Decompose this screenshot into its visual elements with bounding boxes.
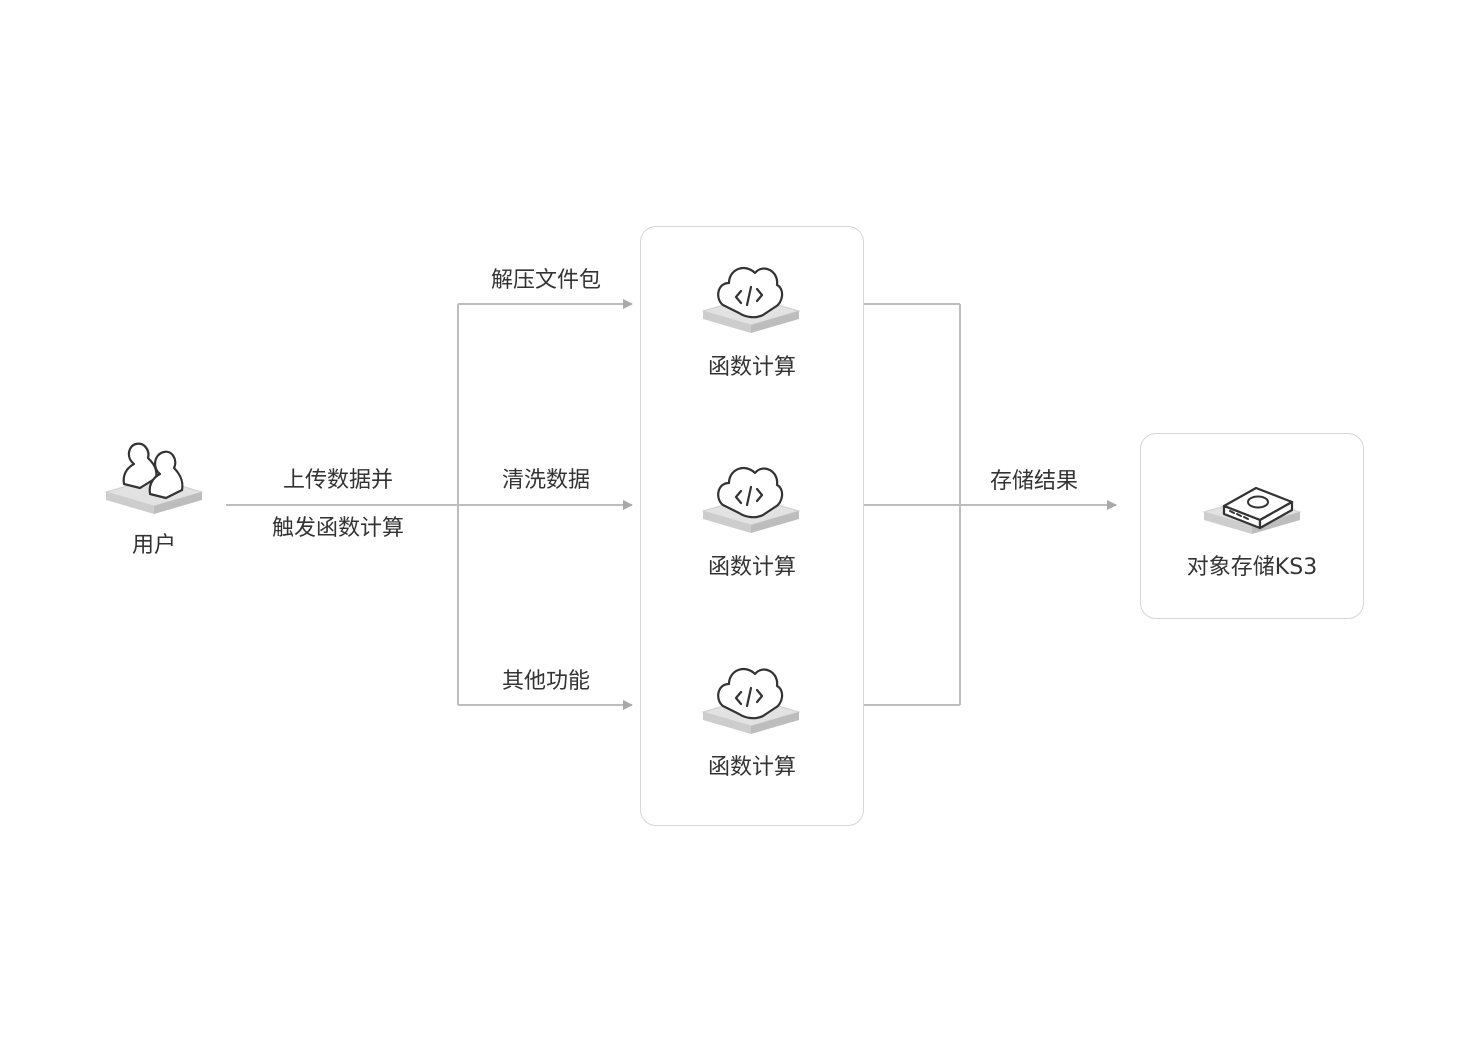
user-label: 用户 <box>131 533 177 558</box>
users-icon <box>105 442 203 515</box>
branch-label-unzip: 解压文件包 <box>490 268 602 293</box>
cloud-code-icon <box>702 266 800 334</box>
function-label: 函数计算 <box>707 355 797 380</box>
storage-label: 对象存储KS3 <box>1186 555 1318 580</box>
branch-label-clean: 清洗数据 <box>501 468 591 493</box>
storage-disk-icon <box>1203 486 1301 535</box>
branch-label-other: 其他功能 <box>501 669 591 694</box>
store-edge-label: 存储结果 <box>989 469 1079 494</box>
cloud-code-icon <box>702 466 800 534</box>
cloud-code-icon <box>702 667 800 735</box>
function-label: 函数计算 <box>707 555 797 580</box>
function-label: 函数计算 <box>707 755 797 780</box>
connectors <box>226 299 1117 710</box>
trigger-label-line1: 上传数据并 <box>282 468 394 493</box>
trigger-label-line2: 触发函数计算 <box>271 516 405 541</box>
